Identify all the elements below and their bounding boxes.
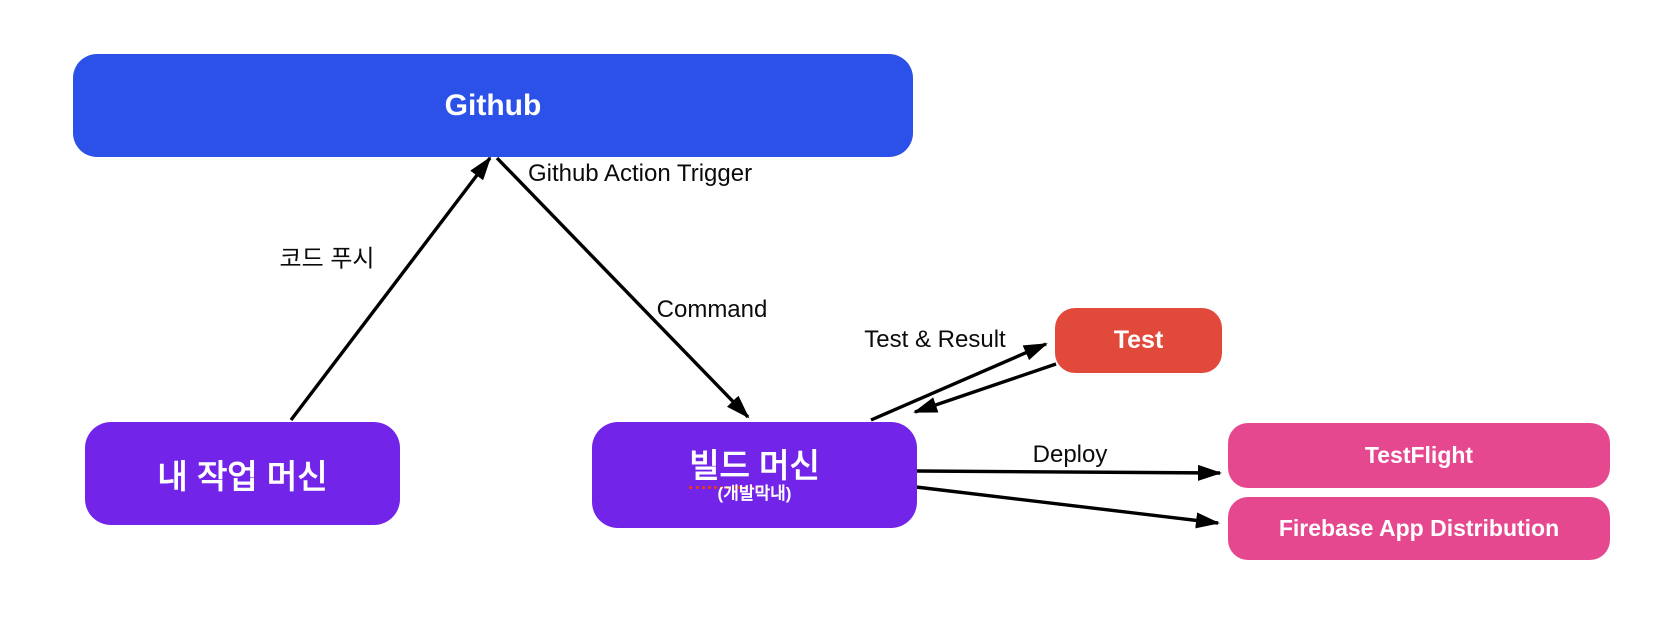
spellcheck-underline: 빌드 xyxy=(689,446,760,489)
node-my-work-machine: 내 작업 머신 xyxy=(85,422,400,525)
node-testflight: TestFlight xyxy=(1228,423,1610,488)
edge-command-line xyxy=(495,156,750,419)
node-build-machine-title: 빌드 머신 xyxy=(689,446,820,489)
edge-to-test-line xyxy=(870,342,1048,422)
node-github: Github xyxy=(73,54,913,157)
edge-deploy-firebase-line xyxy=(915,485,1220,529)
node-firebase-label: Firebase App Distribution xyxy=(1278,515,1560,541)
edge-label-test-and-result: Test & Result xyxy=(864,326,1006,353)
node-test-label: Test xyxy=(1113,326,1164,354)
edge-label-code-push: 코드 푸시 xyxy=(279,245,375,273)
edge-deploy-testflight-line xyxy=(916,464,1222,481)
node-build-machine: 빌드 머신 (개발막내) xyxy=(592,422,917,528)
node-test: Test xyxy=(1055,308,1222,373)
node-firebase-app-distribution: Firebase App Distribution xyxy=(1228,497,1610,560)
edge-code-push-line xyxy=(289,156,492,422)
node-github-label: Github xyxy=(444,88,542,122)
edge-label-github-action-trigger: Github Action Trigger xyxy=(527,160,753,187)
edge-label-deploy: Deploy xyxy=(1032,441,1108,468)
node-build-machine-subtitle: (개발막내) xyxy=(717,483,792,503)
node-my-work-machine-label: 내 작업 머신 xyxy=(157,457,328,495)
edge-from-test-line xyxy=(913,362,1057,414)
node-testflight-label: TestFlight xyxy=(1364,442,1474,468)
edge-label-command: Command xyxy=(656,296,768,323)
